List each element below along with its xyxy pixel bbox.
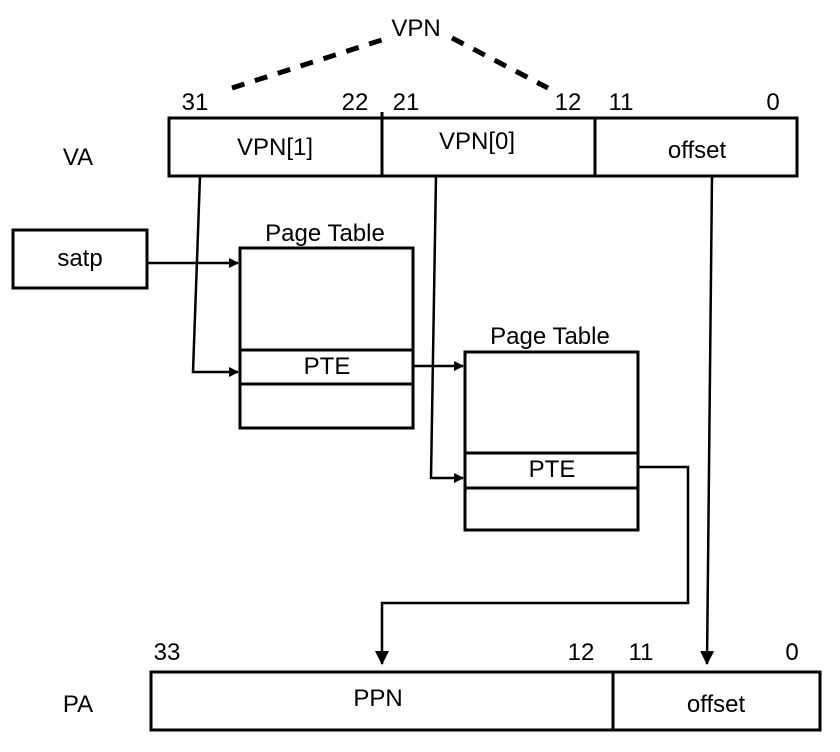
page-table-2 — [463, 350, 640, 532]
pa-bit-33: 33 — [154, 639, 181, 666]
pa-row-label: PA — [63, 691, 93, 718]
pte-2-to-ppn-arrow — [375, 465, 690, 665]
va-bit-31: 31 — [182, 89, 209, 116]
pa-bit-0: 0 — [785, 639, 798, 666]
pa-bit-12: 12 — [568, 639, 595, 666]
va-row-label: VA — [63, 144, 93, 171]
page-table-1-pte: PTE — [304, 353, 351, 380]
va-vpn0-field — [380, 116, 597, 178]
va-bit-22: 22 — [342, 89, 369, 116]
pa-bit-11: 11 — [629, 639, 654, 666]
va-bit-11: 11 — [609, 89, 634, 116]
page-table-1 — [238, 246, 415, 430]
vpn1-to-pte-1-arrow — [191, 175, 239, 377]
pa-ppn-label: PPN — [353, 685, 402, 712]
vpn-brace — [231, 35, 550, 91]
va-vpn0-label: VPN[0] — [439, 128, 515, 155]
pa-register: PPN offset — [149, 670, 822, 732]
pa-offset-field — [611, 670, 822, 732]
satp-label: satp — [57, 245, 102, 272]
pa-offset-label: offset — [687, 691, 746, 718]
va-offset-field — [593, 116, 799, 178]
va-offset-to-pa-offset-arrow — [700, 175, 715, 665]
va-offset-label: offset — [668, 137, 727, 164]
vpn0-to-pte-2-arrow — [429, 175, 464, 483]
va-bit-0: 0 — [766, 89, 779, 116]
page-table-2-title: Page Table — [490, 323, 610, 350]
va-bit-21: 21 — [393, 89, 420, 116]
vpn-label: VPN — [391, 15, 440, 42]
page-table-2-pte: PTE — [529, 456, 576, 483]
satp-register — [11, 228, 149, 290]
va-bit-12: 12 — [555, 89, 582, 116]
page-table-1-title: Page Table — [265, 220, 385, 247]
va-vpn1-label: VPN[1] — [237, 134, 313, 161]
va-register: VPN[1] VPN[0] offset — [167, 112, 799, 178]
va-vpn1-field — [167, 116, 384, 178]
